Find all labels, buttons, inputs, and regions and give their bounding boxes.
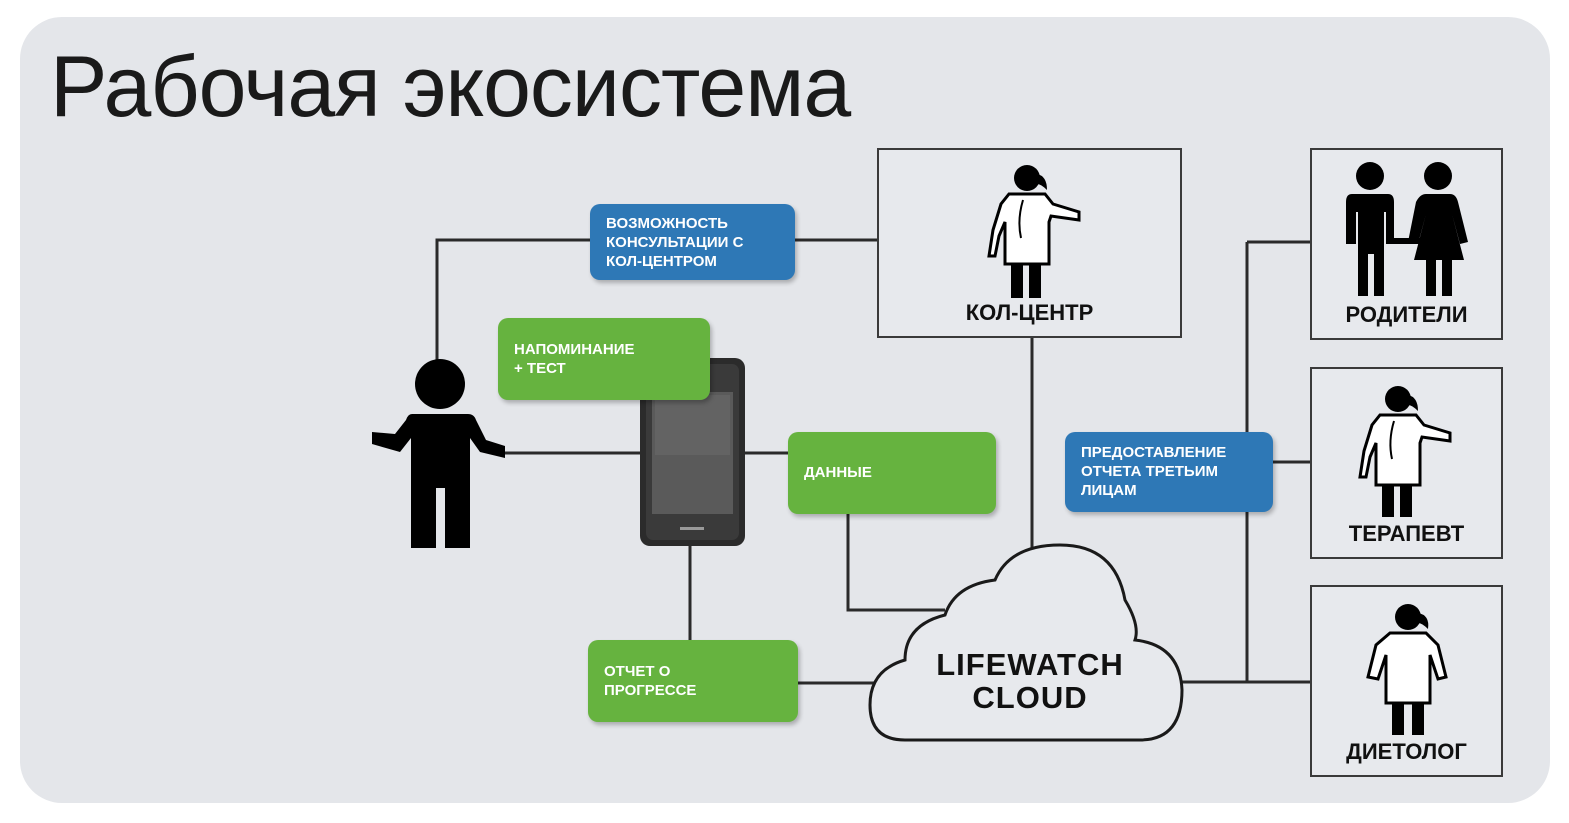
line-person-consult — [435, 238, 590, 362]
parents-icon — [1346, 162, 1468, 296]
third-party-tag: Предоставление отчета третьим лицам — [1065, 432, 1273, 512]
phone-icon — [640, 358, 745, 546]
therapist-box: Терапевт — [1310, 367, 1503, 559]
dietitian-box: Диетолог — [1310, 585, 1503, 777]
therapist-label: Терапевт — [1348, 521, 1465, 546]
progress-tag: Отчет о прогрессе — [588, 640, 798, 722]
person-icon — [372, 359, 505, 548]
call-center-box: Кол-центр — [877, 148, 1182, 338]
dietitian-label: Диетолог — [1346, 739, 1467, 764]
cloud-label-line2: CLOUD — [972, 680, 1088, 715]
line-data-cloud — [846, 512, 945, 612]
parents-box: Родители — [1310, 148, 1503, 340]
page-title: Рабочая экосистема — [50, 39, 851, 135]
doctor-icon — [987, 165, 1081, 298]
therapist-icon — [1358, 386, 1452, 517]
cloud-label-line1: LIFEWATCH — [936, 647, 1124, 682]
reminder-tag: Напоминание + тест — [498, 318, 710, 400]
consult-tag: Возможность консультации с кол-центром — [590, 204, 795, 280]
cloud-icon — [868, 543, 1184, 742]
dietitian-icon — [1366, 604, 1448, 735]
data-tag: Данные — [788, 432, 996, 514]
parents-label: Родители — [1345, 302, 1468, 327]
cloud-label: LIFEWATCH CLOUD — [900, 648, 1160, 714]
call-center-label: Кол-центр — [965, 300, 1094, 325]
